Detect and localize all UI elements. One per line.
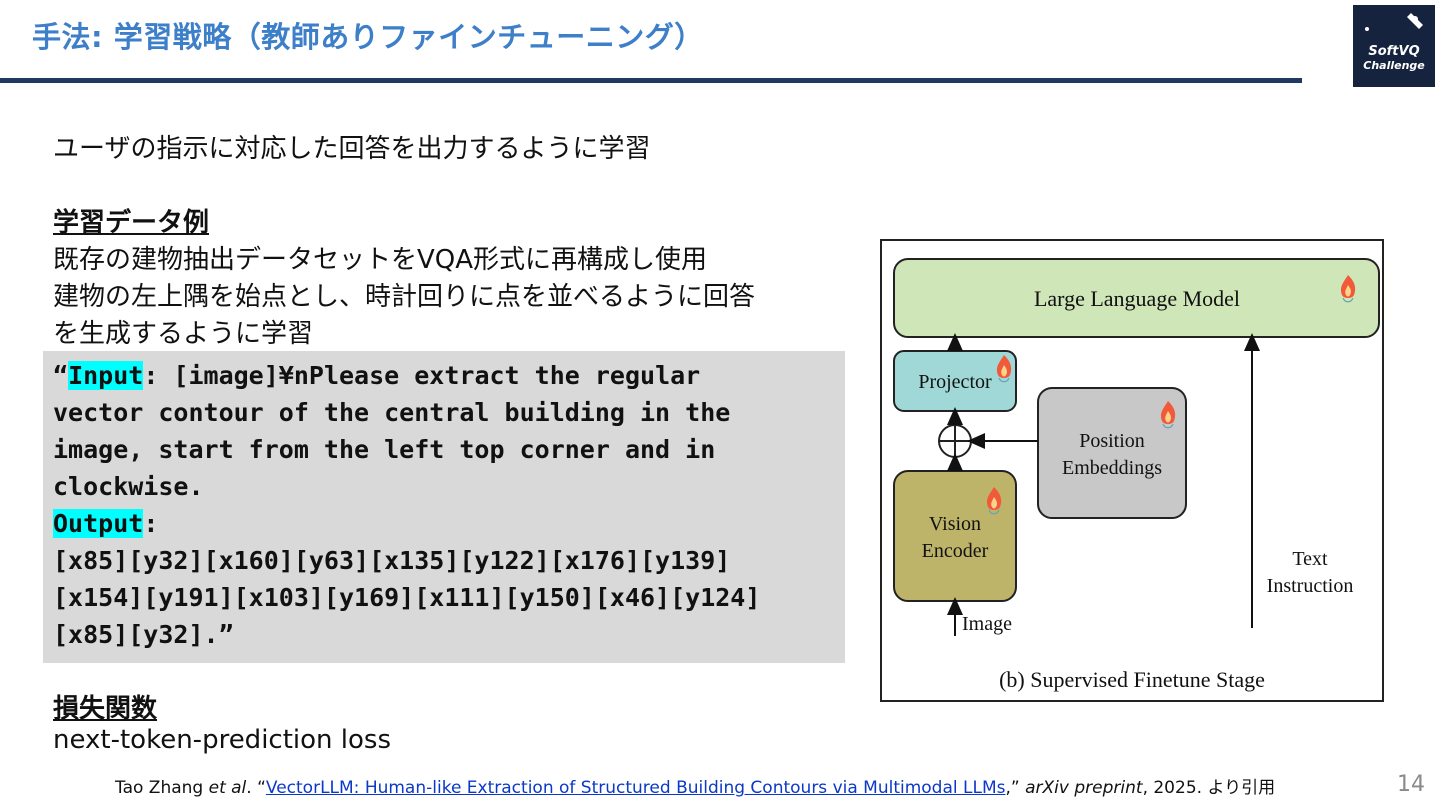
llm-box [893, 258, 1380, 338]
position-label-1: Position [1079, 430, 1145, 452]
output-label: Output [53, 509, 144, 538]
architecture-figure: Large Language Model Projector Position … [880, 239, 1384, 702]
output-line-1: [x85][y32][x160][y63][x135][y122][x176][… [53, 546, 731, 575]
logo-text-bottom: Challenge [1363, 59, 1425, 72]
vision-label-1: Vision [929, 513, 981, 535]
vision-box [893, 470, 1017, 602]
data-line-1: 既存の建物抽出データセットをVQA形式に再構成し使用 [53, 245, 708, 275]
example-code: “Input: [image]¥nPlease extract the regu… [53, 357, 760, 653]
citation: Tao Zhang et al. “VectorLLM: Human-like … [115, 773, 1275, 798]
title-divider [0, 78, 1302, 83]
logo-text-top: SoftVQ [1368, 44, 1419, 59]
projector-label: Projector [918, 371, 992, 393]
vision-label-2: Encoder [922, 540, 989, 562]
image-label: Image [962, 613, 1012, 635]
position-label-2: Embeddings [1062, 457, 1162, 479]
data-heading: 学習データ例 [53, 208, 210, 238]
output-line-2: [x154][y191][x103][y169][x111][y150][x46… [53, 583, 761, 612]
input-label: Input [68, 361, 144, 390]
figure-caption: (b) Supervised Finetune Stage [999, 667, 1265, 692]
loss-text: next-token-prediction loss [53, 725, 391, 755]
citation-venue: arXiv preprint [1025, 778, 1143, 798]
citation-etal: et al [208, 778, 247, 798]
challenge-logo: SoftVQ Challenge [1353, 5, 1435, 87]
input-line-4: clockwise. [53, 472, 204, 501]
llm-label: Large Language Model [1034, 286, 1240, 311]
text-label-2: Instruction [1267, 575, 1354, 597]
position-box [1037, 387, 1187, 519]
page-number: 14 [1397, 772, 1425, 797]
input-line-3: image, start from the left top corner an… [53, 435, 716, 464]
input-rest: : [image]¥nPlease extract the regular [143, 361, 701, 390]
slide-title: 手法: 学習戦略（教師ありファインチューニング） [32, 20, 704, 54]
output-colon: : [143, 509, 159, 538]
citation-year: , 2025. より引用 [1142, 778, 1276, 798]
intro-text: ユーザの指示に対応した回答を出力するように学習 [53, 134, 651, 164]
citation-punct: . “ [246, 778, 266, 798]
example-box: “Input: [image]¥nPlease extract the regu… [43, 351, 845, 663]
output-line-3: [x85][y32].” [53, 620, 234, 649]
loss-heading: 損失関数 [53, 694, 158, 724]
citation-author: Tao Zhang [115, 778, 209, 798]
text-label-1: Text [1292, 548, 1328, 570]
open-quote: “ [53, 361, 69, 390]
citation-punct-2: ,” [1005, 778, 1026, 798]
paper-link[interactable]: VectorLLM: Human-like Extraction of Stru… [265, 778, 1006, 798]
data-line-3: を生成するように学習 [53, 319, 314, 349]
input-line-2: vector contour of the central building i… [53, 398, 731, 427]
data-line-2: 建物の左上隅を始点とし、時計回りに点を並べるように回答 [53, 282, 756, 312]
